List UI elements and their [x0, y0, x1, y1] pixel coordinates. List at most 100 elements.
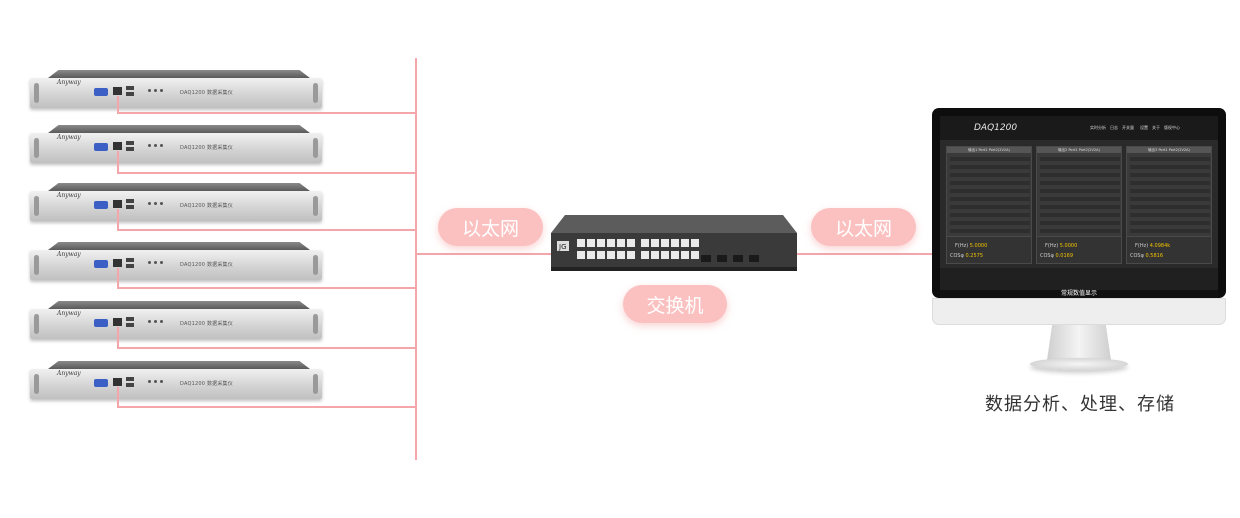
bus-to-switch-line	[415, 253, 553, 255]
switch-port	[681, 251, 689, 259]
rack-model-label: DAQ1200 数据采集仪	[180, 145, 233, 151]
status-led-icon	[160, 89, 163, 92]
monitor-stand-base	[1030, 358, 1128, 370]
monitor-chin	[932, 298, 1226, 325]
rack-model-label: DAQ1200 数据采集仪	[180, 262, 233, 268]
status-led-icon	[148, 202, 151, 205]
status-led-icon	[148, 89, 151, 92]
cos-value: 0.5816	[1145, 253, 1164, 259]
switch-port	[641, 239, 649, 247]
rack-connector-line	[117, 96, 119, 112]
panel-row	[1040, 197, 1120, 201]
rack-brand: Anyway	[57, 251, 81, 258]
rack-handle	[313, 83, 318, 103]
rack-top-panel	[48, 125, 310, 133]
switch-port	[671, 251, 679, 259]
panel-row	[950, 189, 1030, 193]
rack-model-label: DAQ1200 数据采集仪	[180, 381, 233, 387]
rack-handle	[313, 255, 318, 275]
panel-row	[950, 173, 1030, 177]
monitor-screen: DAQ1200 实时分析 日志 开关量 设置 关于 版权中心 输出1 Port1…	[940, 116, 1218, 298]
rack-handle	[313, 196, 318, 216]
switch-port	[641, 251, 649, 259]
screen-menu-item[interactable]: 实时分析	[1090, 125, 1106, 130]
switch-port	[617, 251, 625, 259]
panel-row	[1130, 229, 1210, 233]
rack-handle	[34, 83, 39, 103]
rack-handle	[34, 138, 39, 158]
caption-text: 数据分析、处理、存储	[985, 394, 1175, 415]
panel-row	[1040, 221, 1120, 225]
rack-brand: Anyway	[57, 370, 81, 377]
switch-port	[607, 251, 615, 259]
panel-row	[950, 165, 1030, 169]
panel-row	[950, 197, 1030, 201]
lan-port-icon	[113, 318, 122, 326]
switch-port	[691, 239, 699, 247]
status-led-icon	[148, 144, 151, 147]
panel-row	[950, 229, 1030, 233]
switch-port	[587, 251, 595, 259]
panel-row	[1130, 157, 1210, 161]
status-led-icon	[154, 380, 157, 383]
screen-menu-item[interactable]: 版权中心	[1164, 125, 1180, 130]
rack-top-panel	[48, 301, 310, 309]
usb-port-icon	[126, 383, 134, 387]
status-led-icon	[148, 261, 151, 264]
panel-row	[950, 213, 1030, 217]
usb-port-icon	[126, 264, 134, 268]
screen-menu-item[interactable]: 开关量	[1122, 125, 1134, 130]
status-led-icon	[160, 380, 163, 383]
screen-menu-item[interactable]: 日志	[1110, 125, 1118, 130]
rack-connector-line	[117, 209, 119, 229]
switch-port	[577, 251, 585, 259]
status-led-icon	[160, 202, 163, 205]
rack-brand: Anyway	[57, 310, 81, 317]
rack-connector-line	[117, 151, 119, 172]
cos-label: COSφ	[1130, 253, 1144, 259]
freq-value: 4.0984k	[1149, 243, 1171, 249]
switch-port	[607, 239, 615, 247]
panel-row	[1040, 181, 1120, 185]
rack-brand: Anyway	[57, 79, 81, 86]
status-led-icon	[154, 89, 157, 92]
switch-port	[617, 239, 625, 247]
status-led-icon	[160, 144, 163, 147]
usb-port-icon	[126, 141, 134, 145]
switch-port	[597, 251, 605, 259]
rack-connector-line	[117, 387, 119, 406]
lan-port-icon	[113, 378, 122, 386]
screen-menu-item[interactable]: 设置	[1140, 125, 1148, 130]
rack-handle	[34, 196, 39, 216]
rack-top-panel	[48, 183, 310, 191]
vga-port-icon	[94, 319, 108, 327]
freq-label: F(Hz)	[1045, 243, 1059, 249]
lan-port-icon	[113, 142, 122, 150]
switch-port	[681, 239, 689, 247]
status-led-icon	[160, 320, 163, 323]
panel-title: 输出3 Port1 Port2(2V2A)	[1127, 147, 1211, 153]
vga-port-icon	[94, 201, 108, 209]
panel-row	[1130, 197, 1210, 201]
cos-value: 0.0169	[1055, 253, 1074, 259]
status-led-icon	[148, 320, 151, 323]
usb-port-icon	[126, 205, 134, 209]
rack-handle	[313, 314, 318, 334]
panel-row	[1130, 189, 1210, 193]
rack-connector-line	[117, 172, 415, 174]
cos-label: COSφ	[1040, 253, 1054, 259]
panel-row	[1130, 173, 1210, 177]
freq-label: F(Hz)	[955, 243, 969, 249]
rack-model-label: DAQ1200 数据采集仪	[180, 203, 233, 209]
lan-port-icon	[113, 259, 122, 267]
lan-port-icon	[113, 200, 122, 208]
screen-menu-item[interactable]: 关于	[1152, 125, 1160, 130]
network-switch: JG	[551, 215, 797, 271]
cos-row: COSφ 0.0169	[1040, 253, 1073, 259]
usb-port-icon	[126, 323, 134, 327]
screen-header: DAQ1200 实时分析 日志 开关量 设置 关于 版权中心	[940, 116, 1218, 140]
screen-caption: 常规数值显示	[940, 290, 1218, 298]
